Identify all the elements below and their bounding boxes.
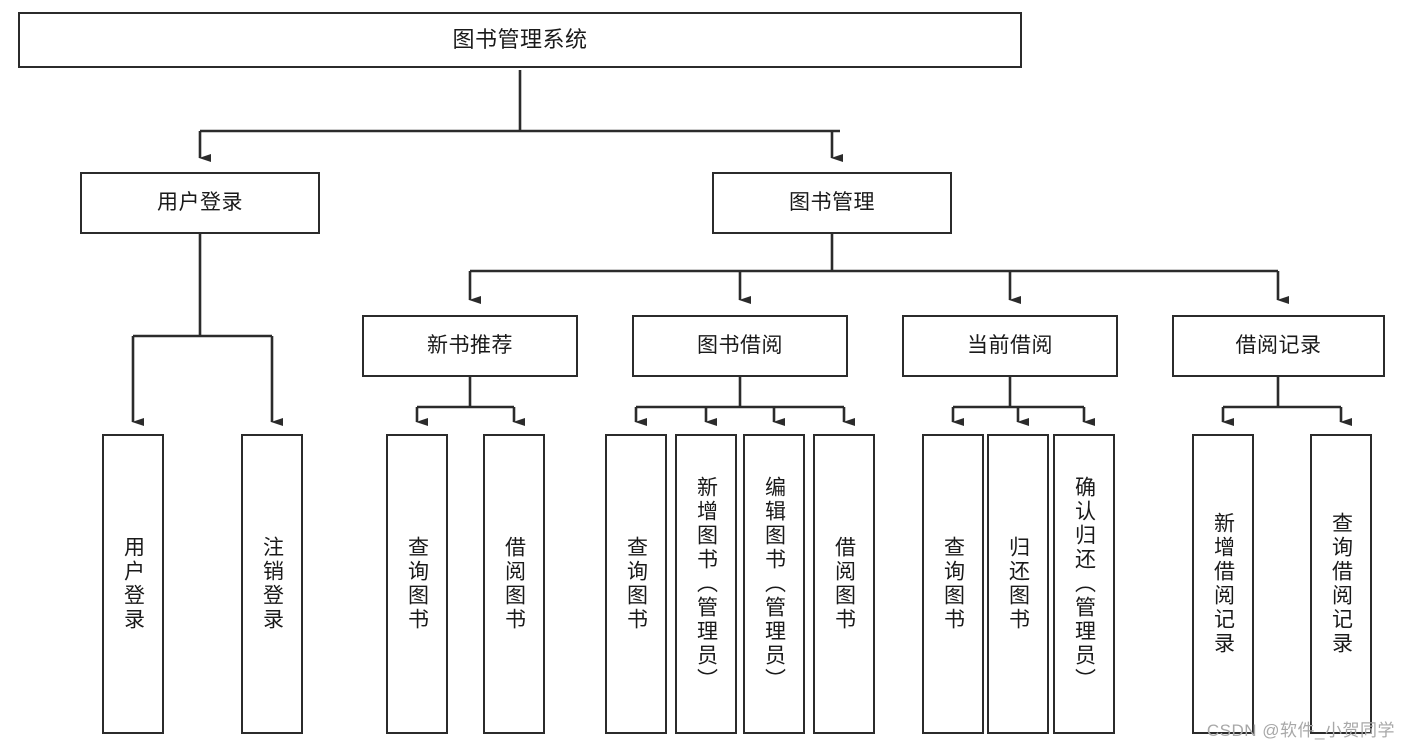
node-current-borrow[interactable]: 当前借阅	[902, 315, 1118, 377]
node-leaf-user-login[interactable]: 用户登录	[102, 434, 164, 734]
node-leaf-borrow-books-1[interactable]: 借阅图书	[483, 434, 545, 734]
node-label: 查询借阅记录	[1329, 512, 1353, 656]
node-leaf-query-borrow-record[interactable]: 查询借阅记录	[1310, 434, 1372, 734]
node-label: 图书管理	[789, 191, 875, 215]
node-leaf-borrow-books-2[interactable]: 借阅图书	[813, 434, 875, 734]
node-label: 用户登录	[121, 536, 145, 632]
node-leaf-return-book[interactable]: 归还图书	[987, 434, 1049, 734]
node-borrow-records[interactable]: 借阅记录	[1172, 315, 1385, 377]
node-leaf-query-books-2[interactable]: 查询图书	[605, 434, 667, 734]
node-new-book-recommend[interactable]: 新书推荐	[362, 315, 578, 377]
node-label: 查询图书	[405, 536, 429, 632]
node-leaf-query-books-3[interactable]: 查询图书	[922, 434, 984, 734]
node-book-management[interactable]: 图书管理	[712, 172, 952, 234]
node-label: 用户登录	[157, 191, 243, 215]
node-label: 注销登录	[260, 536, 284, 632]
node-root-library-system[interactable]: 图书管理系统	[18, 12, 1022, 68]
node-label: 归还图书	[1006, 536, 1030, 632]
node-label: 新书推荐	[427, 334, 513, 358]
node-leaf-query-books-1[interactable]: 查询图书	[386, 434, 448, 734]
node-label: 借阅图书	[832, 536, 856, 632]
node-label: 新增图书（管理员）	[694, 476, 718, 692]
node-leaf-confirm-return-admin[interactable]: 确认归还（管理员）	[1053, 434, 1115, 734]
node-label: 当前借阅	[967, 334, 1053, 358]
node-label: 图书借阅	[697, 334, 783, 358]
node-label: 借阅图书	[502, 536, 526, 632]
node-label: 借阅记录	[1235, 334, 1322, 358]
node-label: 图书管理系统	[452, 26, 588, 52]
node-user-login[interactable]: 用户登录	[80, 172, 320, 234]
node-label: 新增借阅记录	[1211, 512, 1235, 656]
node-leaf-add-borrow-record[interactable]: 新增借阅记录	[1192, 434, 1254, 734]
node-label: 查询图书	[624, 536, 648, 632]
node-leaf-logout[interactable]: 注销登录	[241, 434, 303, 734]
node-label: 查询图书	[941, 536, 965, 632]
node-leaf-add-book-admin[interactable]: 新增图书（管理员）	[675, 434, 737, 734]
node-label: 确认归还（管理员）	[1072, 476, 1096, 692]
csdn-watermark: CSDN @软件_小贺同学	[1206, 721, 1395, 740]
node-book-borrow[interactable]: 图书借阅	[632, 315, 848, 377]
node-leaf-edit-book-admin[interactable]: 编辑图书（管理员）	[743, 434, 805, 734]
node-label: 编辑图书（管理员）	[762, 476, 786, 692]
